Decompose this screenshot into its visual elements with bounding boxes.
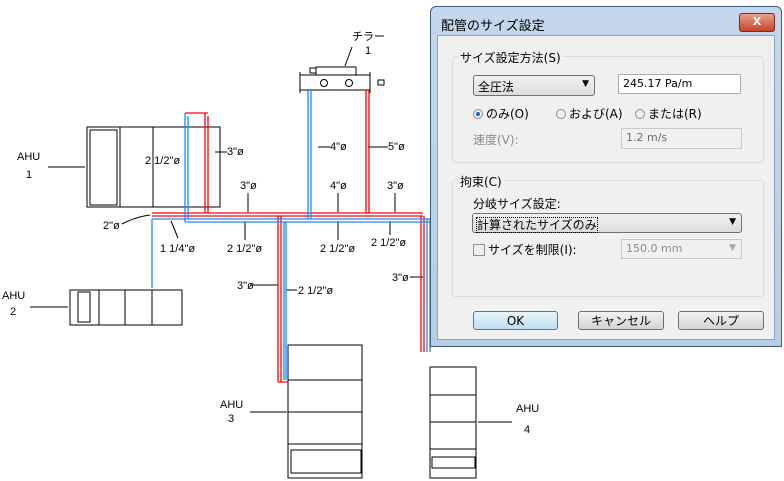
ahu-3-number: 3 <box>228 413 234 425</box>
ahu-2-label: AHU <box>2 290 25 302</box>
limit-size-checkbox[interactable]: サイズを制限(I): <box>473 241 577 258</box>
pipe-label: 2"ø <box>103 220 120 232</box>
pipe-label: 3"ø <box>387 180 404 192</box>
pipe-label: 2 1/2"ø <box>145 155 180 167</box>
chiller-label: チラー <box>352 30 385 43</box>
pipe-label: 2 1/2"ø <box>371 237 406 249</box>
limit-size-dropdown[interactable]: 150.0 mm ▼ <box>621 239 742 259</box>
ahu-3-unit <box>250 344 363 479</box>
ahu-2-unit <box>30 289 183 326</box>
pipe-label: 2 1/2"ø <box>320 243 355 255</box>
velocity-label: 速度(V): <box>473 133 519 147</box>
ahu-3-label: AHU <box>220 399 243 411</box>
pipe-label: 2 1/2"ø <box>227 243 262 255</box>
ok-button[interactable]: OK <box>473 311 558 330</box>
pipe-sizing-dialog: 配管のサイズ設定 X サイズ設定方法(S) 全圧法 ▼ 245.17 Pa/m … <box>430 6 782 347</box>
branch-sizing-label: 分岐サイズ設定: <box>473 197 561 211</box>
limit-size-label: サイズを制限(I): <box>488 243 577 257</box>
radio-icon <box>635 108 645 119</box>
sizing-method-legend: サイズ設定方法(S) <box>458 49 563 66</box>
cancel-button[interactable]: キャンセル <box>578 311 664 330</box>
radio-icon <box>556 108 566 119</box>
ahu-4-unit <box>429 366 512 479</box>
radio-selected-icon <box>473 108 483 119</box>
limit-size-value: 150.0 mm <box>626 242 683 255</box>
chevron-down-icon: ▼ <box>582 79 589 89</box>
checkbox-icon <box>473 243 485 256</box>
ahu-1-number: 1 <box>26 169 32 181</box>
pipe-label: 4"ø <box>330 141 347 153</box>
method-value: 全圧法 <box>478 80 515 94</box>
chiller-unit <box>299 46 385 93</box>
radio-and[interactable]: および(A) <box>556 105 623 122</box>
ahu-4-number: 4 <box>524 424 530 436</box>
pipe-label: 3"ø <box>237 280 254 292</box>
chevron-down-icon: ▼ <box>729 243 736 253</box>
pipe-label: 4"ø <box>330 180 347 192</box>
return-pipes <box>151 90 431 380</box>
radio-or-label: または(R) <box>648 107 702 121</box>
pressure-input[interactable]: 245.17 Pa/m <box>618 74 741 94</box>
pipe-label: 2 1/2"ø <box>298 285 333 297</box>
sizing-method-group: サイズ設定方法(S) 全圧法 ▼ 245.17 Pa/m のみ(O) および(A… <box>452 49 764 163</box>
pipe-label: 5"ø <box>388 141 405 153</box>
radio-only-label: のみ(O) <box>486 107 529 121</box>
dialog-body: サイズ設定方法(S) 全圧法 ▼ 245.17 Pa/m のみ(O) および(A… <box>437 35 775 340</box>
close-button[interactable]: X <box>739 13 775 32</box>
radio-and-label: および(A) <box>569 107 623 121</box>
chiller-number: 1 <box>365 45 371 57</box>
dialog-title: 配管のサイズ設定 <box>441 19 545 34</box>
pipe-label: 3"ø <box>240 180 257 192</box>
constraint-group: 拘束(C) 分岐サイズ設定: 計算されたサイズのみ ▼ サイズを制限(I): 1… <box>452 173 764 297</box>
branch-sizing-dropdown[interactable]: 計算されたサイズのみ ▼ <box>472 213 742 233</box>
pipe-label: 3"ø <box>227 146 244 158</box>
constraint-legend: 拘束(C) <box>458 173 504 190</box>
supply-pipes <box>152 90 425 383</box>
ahu-4-label: AHU <box>516 403 539 415</box>
radio-only[interactable]: のみ(O) <box>473 105 529 122</box>
pipe-label: 3"ø <box>392 272 409 284</box>
pipe-label: 1 1/4"ø <box>160 243 195 255</box>
ahu-1-unit <box>48 126 221 208</box>
ahu-1-label: AHU <box>17 151 40 163</box>
method-dropdown[interactable]: 全圧法 ▼ <box>473 75 595 96</box>
branch-sizing-value: 計算されたサイズのみ <box>476 217 598 233</box>
ahu-2-number: 2 <box>10 306 16 318</box>
radio-or[interactable]: または(R) <box>635 105 702 122</box>
velocity-input[interactable]: 1.2 m/s <box>621 128 742 149</box>
chevron-down-icon: ▼ <box>729 217 736 227</box>
help-button[interactable]: ヘルプ <box>678 311 764 330</box>
